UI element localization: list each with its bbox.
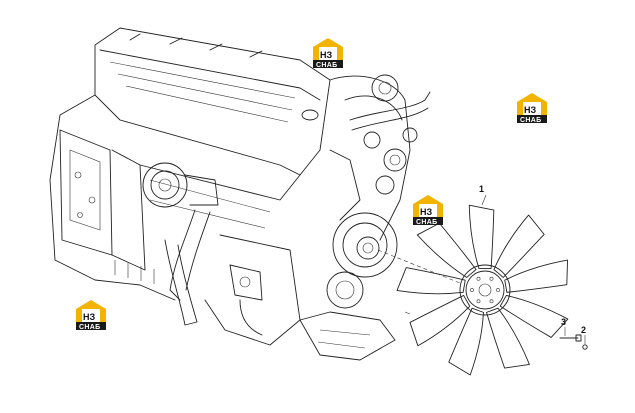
hub-bolt <box>470 288 474 292</box>
fan-blade <box>448 307 484 376</box>
fan-blade <box>504 259 568 293</box>
svg-text:НЗ: НЗ <box>320 50 332 60</box>
fan-blade <box>416 222 477 278</box>
svg-text:СНАБ: СНАБ <box>520 117 541 124</box>
fan-blade <box>409 294 471 347</box>
callout-1: 1 <box>479 184 484 194</box>
fan-blade <box>499 294 569 338</box>
svg-text:НЗ: НЗ <box>524 105 536 115</box>
callouts: 1 2 3 <box>479 184 586 344</box>
fan-hub <box>459 264 511 316</box>
fan-blade <box>396 267 466 295</box>
snab-watermark-logo: НЗ СНАБ <box>517 93 547 124</box>
snab-watermark-logo: НЗ СНАБ <box>76 300 106 331</box>
hub-bolt <box>476 276 481 281</box>
svg-text:СНАБ: СНАБ <box>416 219 437 226</box>
hub-bolt <box>489 299 494 304</box>
fan-blade <box>468 204 495 269</box>
svg-text:НЗ: НЗ <box>420 207 432 217</box>
fan <box>377 204 569 376</box>
svg-text:НЗ: НЗ <box>83 312 95 322</box>
engine-assembly <box>49 27 431 361</box>
fan-blade <box>493 214 545 278</box>
fastener-items <box>559 334 588 350</box>
watermarks: НЗ СНАБ НЗ СНАБ НЗ СНАБ НЗ СНАБ <box>76 38 547 331</box>
hub-bolt <box>489 276 494 281</box>
fan-hub-bolts <box>470 276 500 304</box>
svg-text:СНАБ: СНАБ <box>316 62 337 69</box>
snab-watermark-logo: НЗ СНАБ <box>413 195 443 226</box>
callout-2: 2 <box>581 325 586 335</box>
hub-bolt <box>476 299 481 304</box>
svg-text:СНАБ: СНАБ <box>79 324 100 331</box>
hub-bolt <box>496 288 500 292</box>
snab-watermark-logo: НЗ СНАБ <box>313 38 343 69</box>
fan-blade <box>486 307 530 369</box>
fan-blades <box>396 204 569 376</box>
callout-3: 3 <box>561 317 566 327</box>
